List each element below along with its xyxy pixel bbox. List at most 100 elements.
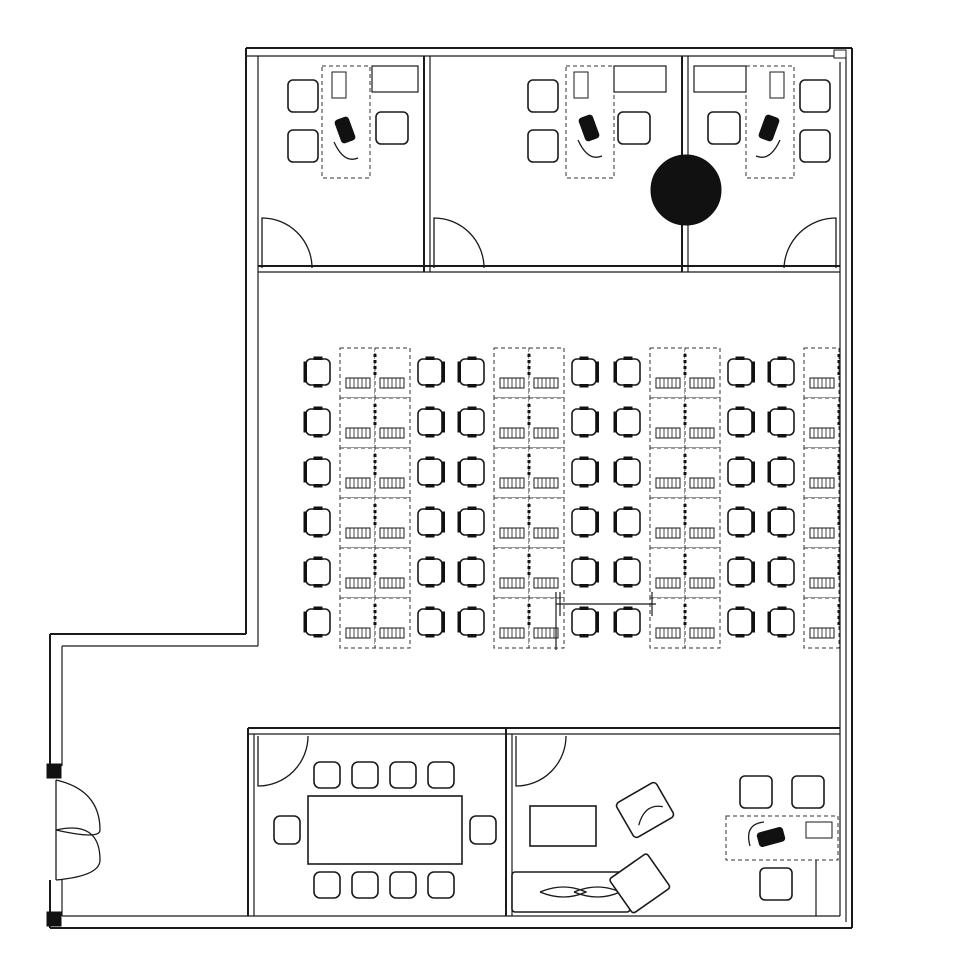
meeting-chair-bottom	[351, 871, 379, 899]
entrance-double-door[interactable]	[46, 763, 101, 927]
keyboard	[345, 627, 371, 639]
workstation-row	[613, 447, 755, 499]
dimension-marker	[555, 592, 656, 650]
desk-chair	[767, 456, 795, 488]
desk-chair	[457, 456, 485, 488]
office-1-visitor-chair-3	[375, 111, 409, 145]
desk-chair	[571, 606, 599, 638]
office-3-visitor-chair-1	[799, 79, 831, 113]
keyboard	[499, 377, 525, 389]
workstation-row	[767, 347, 841, 399]
workstation-row	[767, 397, 841, 449]
desk-chair	[417, 606, 445, 638]
office-3-chair-icon	[755, 114, 781, 158]
lounge-door	[515, 735, 567, 787]
office-1-computer	[331, 71, 347, 99]
office-2-visitor-chair-1	[527, 79, 559, 113]
workstation-row	[303, 447, 445, 499]
keyboard	[655, 477, 681, 489]
coffee-table	[529, 805, 597, 847]
desk-chair	[417, 406, 445, 438]
meeting-chair-top	[313, 761, 341, 789]
keyboard	[533, 477, 559, 489]
office-2-door	[433, 217, 485, 269]
keyboard	[689, 377, 715, 389]
desk-chair	[571, 506, 599, 538]
manager-guest-chair	[759, 867, 793, 901]
desk-chair	[417, 556, 445, 588]
manager-visitor-chair-1	[739, 775, 773, 809]
office-2-visitor-chair-3	[617, 111, 651, 145]
keyboard	[379, 577, 405, 589]
office-2-chair-icon	[577, 114, 603, 158]
meeting-chair-top	[351, 761, 379, 789]
keyboard	[533, 527, 559, 539]
meeting-room	[257, 735, 497, 899]
desk-chair	[727, 556, 755, 588]
keyboard	[533, 577, 559, 589]
office-1-door	[261, 217, 313, 269]
keyboard	[379, 427, 405, 439]
workstation-row	[457, 547, 599, 599]
workstation-row	[303, 397, 445, 449]
lounge-office	[511, 735, 839, 916]
office-1	[261, 65, 419, 269]
keyboard	[689, 577, 715, 589]
office-1-visitor-chair-2	[287, 129, 319, 163]
desk-chair	[767, 356, 795, 388]
open-workspace	[303, 347, 841, 649]
office-3-computer	[769, 71, 785, 99]
manager-chair-icon	[747, 821, 786, 847]
workstation-block-1	[303, 347, 445, 649]
desk-chair	[613, 556, 641, 588]
sofa-icon	[511, 853, 671, 914]
meeting-chair-bottom	[389, 871, 417, 899]
keyboard	[655, 527, 681, 539]
meeting-chair-right	[469, 815, 497, 845]
desk-chair	[613, 506, 641, 538]
keyboard	[499, 477, 525, 489]
workstation-row	[457, 497, 599, 549]
desk-chair	[727, 406, 755, 438]
keyboard	[655, 377, 681, 389]
keyboard	[809, 427, 835, 439]
workstation-row	[303, 347, 445, 399]
keyboard	[345, 427, 371, 439]
workstation-block-4	[767, 347, 841, 649]
keyboard	[533, 627, 559, 639]
keyboard	[809, 527, 835, 539]
desk-chair	[457, 406, 485, 438]
keyboard	[809, 477, 835, 489]
manager-computer	[805, 821, 833, 839]
desk-chair	[571, 406, 599, 438]
keyboard	[689, 477, 715, 489]
workstation-row	[613, 547, 755, 599]
conference-table	[307, 795, 463, 865]
workstation-row	[767, 497, 841, 549]
office-1-chair-icon	[333, 116, 359, 160]
desk-chair	[571, 356, 599, 388]
manager-visitor-chair-2	[791, 775, 825, 809]
meeting-chair-top	[389, 761, 417, 789]
desk-chair	[571, 456, 599, 488]
keyboard	[809, 577, 835, 589]
round-column	[650, 154, 722, 226]
keyboard	[809, 627, 835, 639]
meeting-chair-top	[427, 761, 455, 789]
desk-chair	[417, 356, 445, 388]
desk-chair	[727, 356, 755, 388]
armchair-icon	[615, 781, 675, 839]
meeting-chair-left	[273, 815, 301, 845]
desk-chair	[303, 606, 331, 638]
desk-chair	[613, 406, 641, 438]
workstation-row	[457, 397, 599, 449]
workstation-row	[613, 597, 755, 649]
desk-chair	[457, 506, 485, 538]
desk-chair	[727, 606, 755, 638]
office-1-visitor-chair-1	[287, 79, 319, 113]
desk-chair	[767, 606, 795, 638]
meeting-chair-bottom	[427, 871, 455, 899]
desk-chair	[767, 406, 795, 438]
exterior-walls	[49, 47, 853, 929]
workstation-row	[457, 447, 599, 499]
